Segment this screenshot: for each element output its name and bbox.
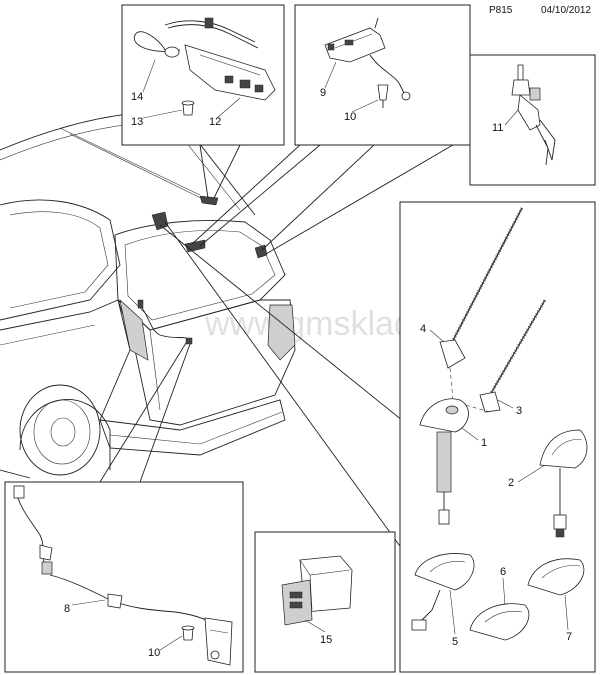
roof-part-marker (199, 195, 219, 206)
callout-6: 6 (500, 566, 506, 578)
callout-5: 5 (452, 636, 458, 648)
diagram-date: 04/10/2012 (541, 5, 592, 16)
callout-1: 1 (481, 437, 487, 449)
callout-11: 11 (492, 122, 503, 134)
detail-box-module-15 (254, 531, 396, 673)
callout-14: 14 (131, 91, 143, 103)
roof-module-marker (151, 211, 169, 231)
callout-12: 12 (209, 116, 221, 128)
callout-10-harness: 10 (148, 647, 160, 659)
car-rear-illustration (0, 111, 296, 479)
callout-15: 15 (320, 634, 332, 646)
callout-7: 7 (566, 631, 572, 643)
callout-3: 3 (516, 405, 522, 417)
callout-8: 8 (64, 603, 70, 615)
detail-box-connector (469, 54, 596, 186)
detail-box-roof-module (121, 4, 285, 146)
detail-box-tailgate-module (294, 4, 471, 146)
diagram-code: P815 (489, 5, 513, 16)
callout-13: 13 (131, 116, 143, 128)
detail-box-harness (4, 481, 244, 673)
callout-labels: 14 13 12 9 10 11 4 3 1 2 6 5 7 15 8 10 (64, 87, 572, 659)
callout-2: 2 (508, 477, 514, 489)
callout-10-tailgate: 10 (344, 111, 356, 123)
callout-4: 4 (420, 323, 426, 335)
detail-box-antenna (399, 201, 596, 673)
leader-lines (99, 54, 471, 561)
callout-9: 9 (320, 87, 326, 99)
